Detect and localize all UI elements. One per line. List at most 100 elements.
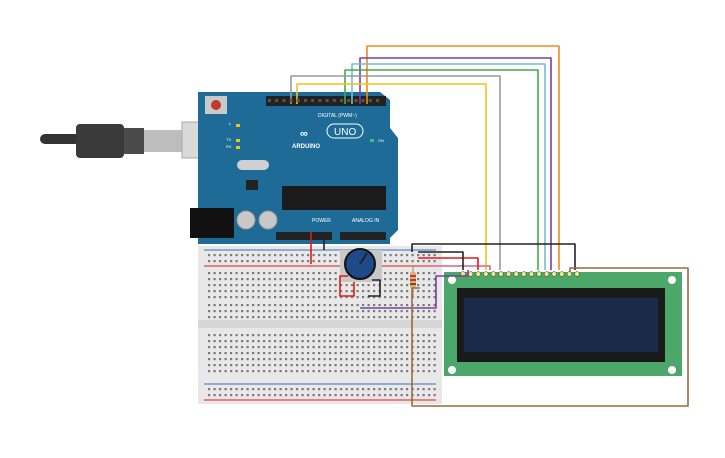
breadboard-hole bbox=[208, 284, 211, 287]
breadboard-hole bbox=[400, 296, 403, 299]
breadboard-hole bbox=[395, 364, 398, 367]
breadboard-hole bbox=[290, 260, 293, 263]
breadboard-hole bbox=[301, 310, 304, 313]
breadboard-hole bbox=[213, 254, 216, 257]
breadboard-hole bbox=[395, 346, 398, 349]
breadboard-hole bbox=[224, 278, 227, 281]
breadboard-hole bbox=[384, 254, 387, 257]
breadboard-hole bbox=[257, 272, 260, 275]
breadboard-hole bbox=[230, 346, 233, 349]
breadboard-hole bbox=[323, 304, 326, 307]
breadboard-hole bbox=[384, 316, 387, 319]
breadboard-hole bbox=[400, 358, 403, 361]
breadboard-hole bbox=[389, 304, 392, 307]
breadboard-hole bbox=[268, 260, 271, 263]
breadboard-hole bbox=[279, 364, 282, 367]
breadboard-hole bbox=[241, 316, 244, 319]
breadboard-hole bbox=[351, 310, 354, 313]
breadboard-hole bbox=[263, 304, 266, 307]
breadboard-hole bbox=[334, 316, 337, 319]
breadboard-hole bbox=[296, 364, 299, 367]
breadboard-hole bbox=[241, 370, 244, 373]
wire-black-pot bbox=[368, 279, 381, 297]
breadboard-hole bbox=[400, 260, 403, 263]
breadboard-hole bbox=[224, 334, 227, 337]
breadboard-hole bbox=[406, 352, 409, 355]
breadboard-hole bbox=[373, 290, 376, 293]
atmega-chip bbox=[282, 186, 386, 210]
breadboard-hole bbox=[312, 316, 315, 319]
breadboard-hole bbox=[219, 254, 222, 257]
breadboard-hole bbox=[224, 254, 227, 257]
breadboard-hole bbox=[246, 304, 249, 307]
breadboard-hole bbox=[373, 310, 376, 313]
breadboard-hole bbox=[301, 316, 304, 319]
breadboard-hole bbox=[307, 358, 310, 361]
breadboard-hole bbox=[400, 388, 403, 391]
breadboard-hole bbox=[230, 316, 233, 319]
breadboard-hole bbox=[318, 364, 321, 367]
breadboard-hole bbox=[389, 358, 392, 361]
breadboard-hole bbox=[257, 290, 260, 293]
breadboard-hole bbox=[208, 278, 211, 281]
breadboard-hole bbox=[367, 290, 370, 293]
breadboard-hole bbox=[351, 290, 354, 293]
breadboard-hole bbox=[351, 388, 354, 391]
breadboard-hole bbox=[400, 272, 403, 275]
breadboard-hole bbox=[257, 364, 260, 367]
breadboard-hole bbox=[219, 278, 222, 281]
breadboard-hole bbox=[389, 272, 392, 275]
breadboard-hole bbox=[219, 352, 222, 355]
breadboard-hole bbox=[422, 304, 425, 307]
breadboard-hole bbox=[417, 352, 420, 355]
breadboard-hole bbox=[373, 316, 376, 319]
breadboard-hole bbox=[433, 334, 436, 337]
breadboard-hole bbox=[395, 334, 398, 337]
breadboard-hole bbox=[268, 346, 271, 349]
breadboard-hole bbox=[301, 346, 304, 349]
breadboard-hole bbox=[290, 278, 293, 281]
breadboard-hole bbox=[384, 394, 387, 397]
breadboard-hole bbox=[334, 388, 337, 391]
breadboard-hole bbox=[246, 316, 249, 319]
breadboard-hole bbox=[307, 254, 310, 257]
breadboard-hole bbox=[367, 358, 370, 361]
breadboard-hole bbox=[351, 394, 354, 397]
breadboard-hole bbox=[257, 316, 260, 319]
breadboard-hole bbox=[428, 316, 431, 319]
breadboard-hole bbox=[307, 388, 310, 391]
breadboard-hole bbox=[230, 284, 233, 287]
breadboard-hole bbox=[367, 334, 370, 337]
breadboard-hole bbox=[301, 296, 304, 299]
lcd-pin bbox=[498, 271, 504, 277]
breadboard-hole bbox=[400, 290, 403, 293]
breadboard-hole bbox=[252, 254, 255, 257]
breadboard-hole bbox=[323, 352, 326, 355]
breadboard-hole bbox=[340, 334, 343, 337]
breadboard-hole bbox=[422, 254, 425, 257]
wire-gray bbox=[290, 75, 501, 270]
breadboard-hole bbox=[301, 388, 304, 391]
breadboard-hole bbox=[345, 388, 348, 391]
breadboard-hole bbox=[356, 310, 359, 313]
breadboard-hole bbox=[307, 296, 310, 299]
breadboard-hole bbox=[378, 334, 381, 337]
breadboard-hole bbox=[395, 358, 398, 361]
breadboard-hole bbox=[329, 370, 332, 373]
breadboard-hole bbox=[318, 316, 321, 319]
breadboard-hole bbox=[373, 370, 376, 373]
breadboard-hole bbox=[208, 334, 211, 337]
breadboard-hole bbox=[340, 290, 343, 293]
breadboard-hole bbox=[296, 254, 299, 257]
breadboard-hole bbox=[246, 278, 249, 281]
breadboard-hole bbox=[208, 304, 211, 307]
breadboard-hole bbox=[241, 388, 244, 391]
breadboard-hole bbox=[389, 388, 392, 391]
breadboard-hole bbox=[417, 296, 420, 299]
breadboard-hole bbox=[312, 310, 315, 313]
breadboard-hole bbox=[323, 296, 326, 299]
breadboard-hole bbox=[378, 340, 381, 343]
breadboard-hole bbox=[417, 284, 420, 287]
breadboard-hole bbox=[406, 304, 409, 307]
breadboard-hole bbox=[329, 304, 332, 307]
